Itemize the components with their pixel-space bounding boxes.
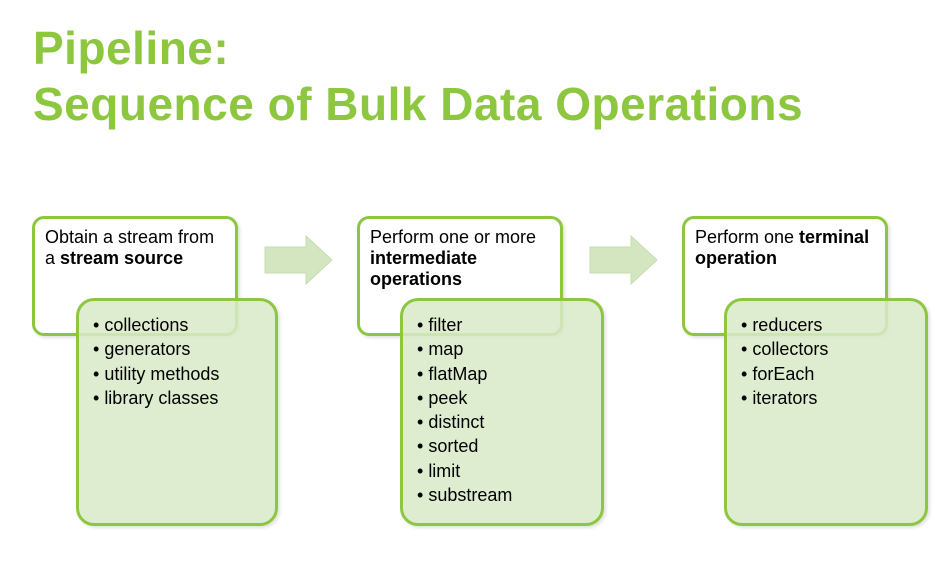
- stage-3-text: Perform one: [695, 227, 800, 247]
- stage-1-list-box: collections generators utility methods l…: [76, 298, 278, 526]
- list-item: map: [417, 337, 593, 361]
- stage-3-bold-text: terminal operation: [695, 227, 870, 268]
- list-item: limit: [417, 459, 593, 483]
- list-item: generators: [93, 337, 267, 361]
- stage-3-list-box: reducers collectors forEach iterators: [724, 298, 928, 526]
- list-item: filter: [417, 313, 593, 337]
- stage-2-list: filter map flatMap peek distinct sorted …: [417, 313, 593, 507]
- stage-2-list-box: filter map flatMap peek distinct sorted …: [400, 298, 604, 526]
- list-item: collections: [93, 313, 267, 337]
- list-item: flatMap: [417, 362, 593, 386]
- list-item: peek: [417, 386, 593, 410]
- arrow-right-icon: [589, 234, 658, 286]
- list-item: forEach: [741, 362, 917, 386]
- page-title: Pipeline: Sequence of Bulk Data Operatio…: [33, 20, 803, 132]
- stage-3-list: reducers collectors forEach iterators: [741, 313, 917, 410]
- title-line-2: Sequence of Bulk Data Operations: [33, 78, 804, 130]
- arrow-right-icon: [264, 234, 333, 286]
- list-item: library classes: [93, 386, 267, 410]
- title-line-1: Pipeline:: [33, 22, 230, 74]
- stage-2-text: Perform one or more: [370, 227, 537, 247]
- list-item: utility methods: [93, 362, 267, 386]
- stage-2-bold-text: intermediate operations: [370, 248, 478, 289]
- list-item: substream: [417, 483, 593, 507]
- stage-1-list: collections generators utility methods l…: [93, 313, 267, 410]
- list-item: reducers: [741, 313, 917, 337]
- stage-1-text: Obtain a stream from a: [45, 227, 215, 268]
- list-item: collectors: [741, 337, 917, 361]
- stage-1-bold-text: stream source: [60, 248, 184, 268]
- list-item: sorted: [417, 434, 593, 458]
- list-item: iterators: [741, 386, 917, 410]
- list-item: distinct: [417, 410, 593, 434]
